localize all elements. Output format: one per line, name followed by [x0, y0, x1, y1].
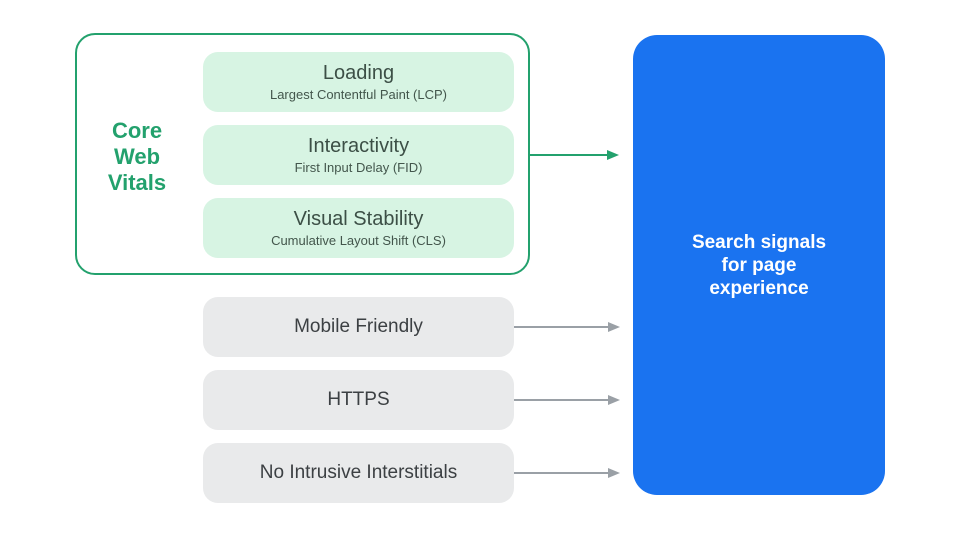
arrow-shaft: [514, 472, 608, 474]
search-signals-panel: Search signals for page experience: [633, 35, 885, 495]
green-arrow-right-icon: [530, 149, 619, 161]
arrow-head: [608, 395, 620, 405]
cwv-pill-title: Visual Stability: [293, 208, 424, 230]
cwv-pill-subtitle: Cumulative Layout Shift (CLS): [271, 233, 446, 248]
cwv-pill-interactivity: Interactivity First Input Delay (FID): [203, 125, 514, 185]
signal-pill-mobile-friendly: Mobile Friendly: [203, 297, 514, 357]
signal-pill-https: HTTPS: [203, 370, 514, 430]
gray-arrow-right-icon: [514, 467, 620, 479]
cwv-pill-loading: Loading Largest Contentful Paint (LCP): [203, 52, 514, 112]
cwv-pill-visual-stability: Visual Stability Cumulative Layout Shift…: [203, 198, 514, 258]
signal-pill-label: Mobile Friendly: [294, 316, 423, 337]
gray-arrow-right-icon: [514, 394, 620, 406]
arrow-head: [608, 468, 620, 478]
cwv-pill-title: Loading: [322, 62, 395, 84]
cwv-pill-subtitle: Largest Contentful Paint (LCP): [269, 87, 448, 102]
signal-pill-label: HTTPS: [327, 389, 390, 410]
arrow-shaft: [514, 399, 608, 401]
arrow-shaft: [514, 326, 608, 328]
cwv-pill-title: Interactivity: [307, 135, 410, 157]
arrow-shaft: [530, 154, 607, 156]
cwv-pill-subtitle: First Input Delay (FID): [294, 160, 423, 175]
arrow-head: [608, 322, 620, 332]
signal-pill-label: No Intrusive Interstitials: [259, 462, 458, 483]
signal-pill-no-intrusive-interstitials: No Intrusive Interstitials: [203, 443, 514, 503]
arrow-head: [607, 150, 619, 160]
gray-arrow-right-icon: [514, 321, 620, 333]
search-signals-panel-label: Search signals for page experience: [691, 231, 827, 299]
core-web-vitals-label: Core Web Vitals: [107, 118, 167, 195]
